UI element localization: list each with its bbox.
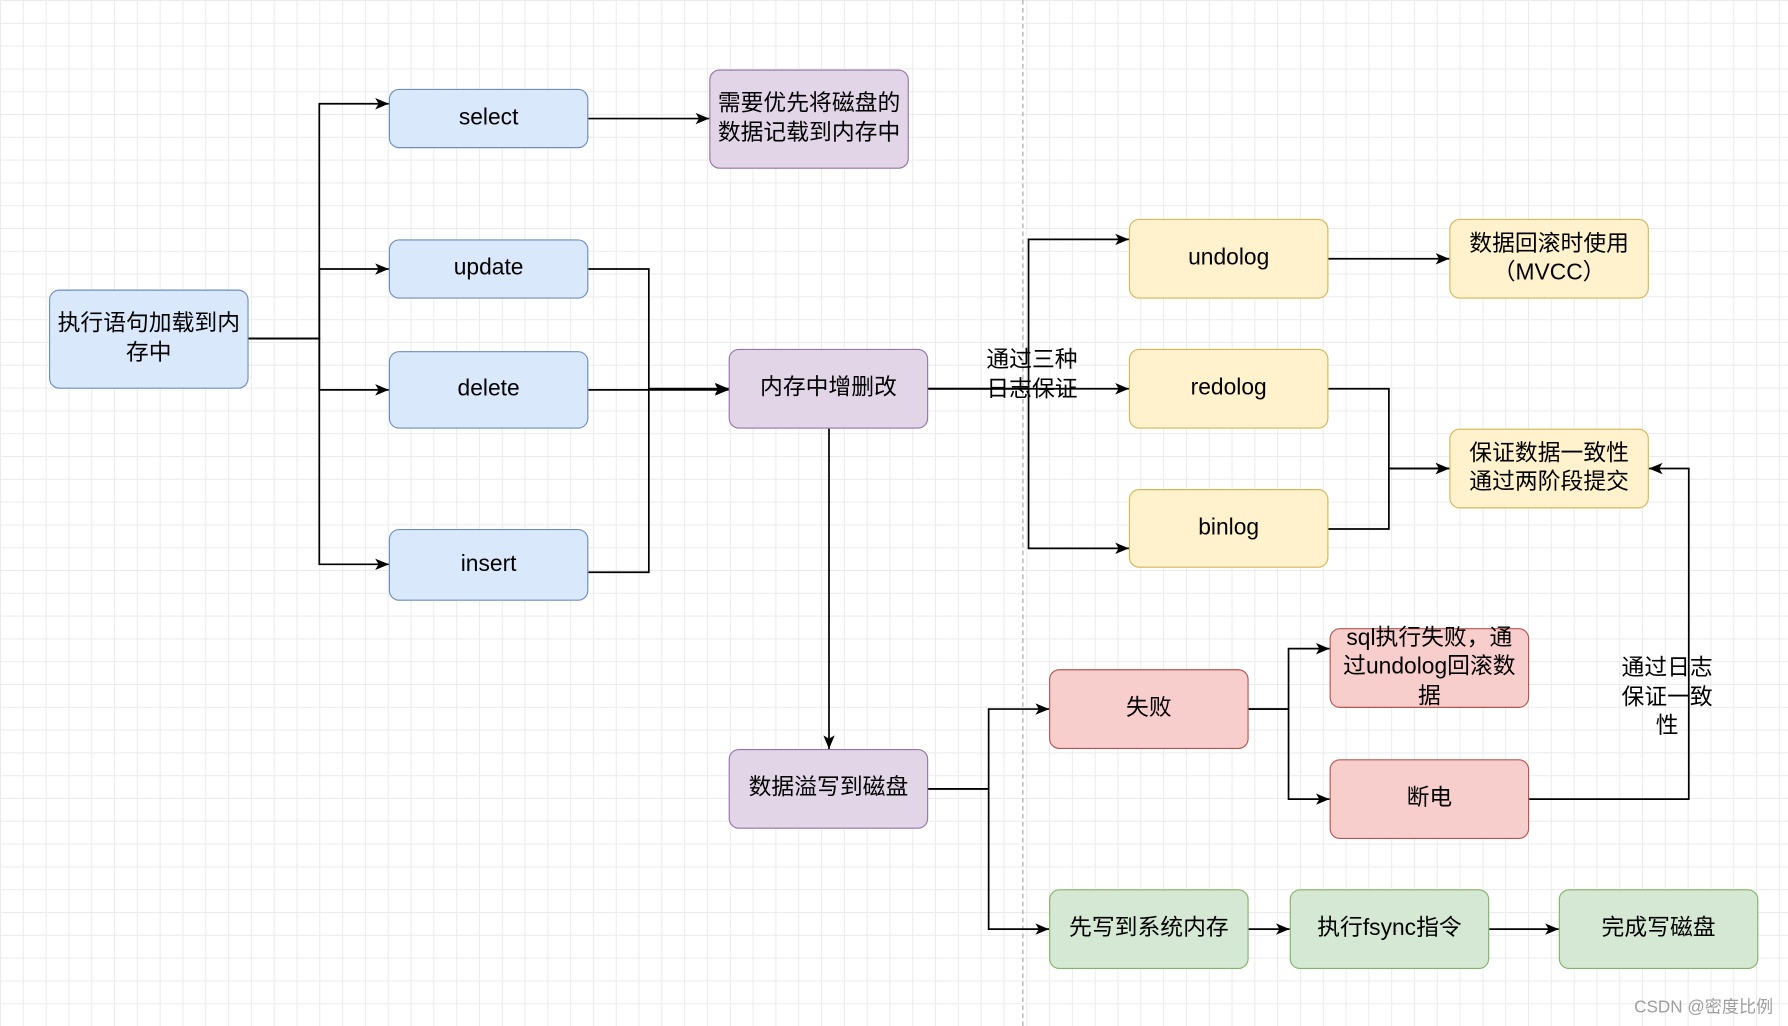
watermark: CSDN @密度比例 (1634, 997, 1774, 1017)
arrow-failure-to-power-loss (1248, 708, 1330, 805)
node-exec-statement: 执行语句加载到内 存中 (49, 289, 249, 389)
node-select-label: select (458, 105, 519, 131)
arrow-redolog-to-consistency (1328, 387, 1450, 475)
arrow-failure-to-sql-fail (1248, 642, 1330, 710)
node-consistency-2pc-label: 保证数据一致性 通过两阶段提交 (1469, 440, 1629, 495)
node-write-system-memory: 先写到系统内存 (1049, 889, 1249, 969)
edge-label-log-consistency: 通过日志 保证一致 性 (1621, 655, 1713, 739)
node-binlog-label: binlog (1198, 514, 1260, 541)
node-load-disk-to-memory-label: 需要优先将磁盘的 数据记载到内存中 (717, 91, 901, 146)
node-load-disk-to-memory: 需要优先将磁盘的 数据记载到内存中 (709, 69, 909, 169)
node-insert-label: insert (460, 551, 517, 577)
edge-label-via-three-logs: 通过三种 日志保证 (986, 347, 1078, 402)
arrow-spill-to-failure (928, 703, 1050, 790)
node-rollback-mvcc: 数据回滚时使用 （MVCC） (1449, 218, 1649, 299)
node-disk-write-done-label: 完成写磁盘 (1601, 915, 1716, 941)
node-spill-to-disk-label: 数据溢写到磁盘 (748, 775, 909, 801)
node-select: select (388, 88, 589, 149)
arrow-exec-to-update (248, 263, 389, 340)
arrow-power-loss-to-consistency (1529, 462, 1690, 800)
node-exec-statement-label: 执行语句加载到内 存中 (57, 311, 241, 366)
node-redolog-label: redolog (1190, 375, 1267, 401)
node-power-loss: 断电 (1329, 759, 1530, 840)
node-disk-write-done: 完成写磁盘 (1558, 889, 1759, 969)
node-undolog-label: undolog (1188, 245, 1270, 271)
node-failure-label: 失败 (1126, 695, 1172, 721)
arrow-memory-crud-to-binlog (928, 387, 1129, 555)
node-sql-fail-undo: sql执行失败，通 过undolog回滚数 据 (1329, 626, 1530, 709)
node-redolog: redolog (1128, 348, 1329, 429)
node-memory-crud-label: 内存中增删改 (760, 375, 897, 401)
node-rollback-mvcc-label: 数据回滚时使用 （MVCC） (1469, 230, 1629, 285)
node-exec-fsync: 执行fsync指令 (1289, 889, 1490, 969)
node-spill-to-disk: 数据溢写到磁盘 (728, 748, 929, 829)
node-power-loss-label: 断电 (1406, 785, 1453, 811)
node-insert: insert (388, 528, 589, 601)
node-write-system-memory-label: 先写到系统内存 (1069, 915, 1229, 941)
arrow-update-to-memory-crud (588, 268, 729, 395)
node-delete-label: delete (457, 376, 520, 402)
arrow-binlog-to-consistency (1328, 462, 1450, 530)
node-sql-fail-undo-label: sql执行失败，通 过undolog回滚数 据 (1343, 625, 1516, 709)
arrow-insert-to-memory-crud (588, 383, 729, 574)
node-update-label: update (453, 255, 524, 281)
arrow-exec-to-insert (248, 337, 389, 570)
node-delete: delete (388, 351, 589, 429)
node-failure: 失败 (1049, 669, 1249, 749)
node-binlog: binlog (1128, 489, 1329, 568)
node-update: update (388, 239, 589, 299)
node-exec-fsync-label: 执行fsync指令 (1317, 915, 1462, 941)
arrow-spill-to-system-memory (928, 788, 1050, 935)
node-undolog: undolog (1128, 218, 1329, 299)
node-consistency-2pc: 保证数据一致性 通过两阶段提交 (1449, 428, 1649, 509)
node-memory-crud: 内存中增删改 (728, 348, 929, 429)
